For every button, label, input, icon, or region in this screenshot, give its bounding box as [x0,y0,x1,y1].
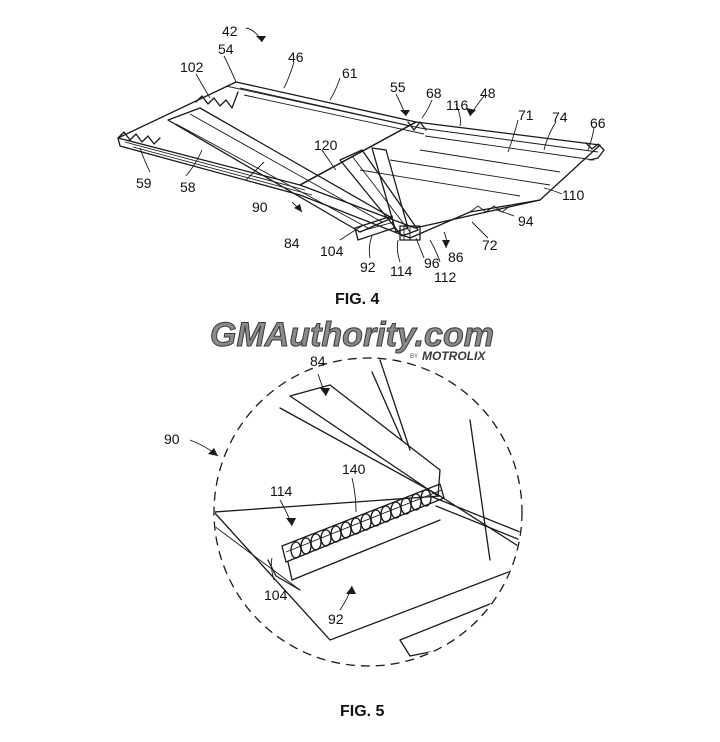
label-58: 58 [180,179,196,195]
watermark-sub: MOTROLIX [422,349,486,363]
label-96: 96 [424,255,440,271]
label-66: 66 [590,115,606,131]
fig4-caption: FIG. 4 [335,291,380,308]
right-deck-panel [299,121,601,229]
label-114: 114 [390,263,413,279]
label-86: 86 [448,249,464,265]
label-61: 61 [342,65,358,81]
label5-140: 140 [342,461,366,477]
label-116: 116 [446,97,469,113]
fig5-caption: FIG. 5 [340,703,385,720]
label-46: 46 [288,49,304,65]
label-110: 110 [562,187,585,203]
label-72: 72 [482,237,498,253]
fig4-drawing: 42 46 54 102 61 55 68 116 48 71 74 66 12… [117,23,606,308]
beam-body [215,495,521,641]
label-48: 48 [480,85,496,101]
label-59: 59 [136,175,152,191]
label5-92: 92 [328,611,344,627]
fig4-labels: 42 46 54 102 61 55 68 116 48 71 74 66 12… [136,23,606,285]
fig4-leaders [139,27,595,263]
label-55: 55 [390,79,406,95]
coil-spring-140 [290,489,432,559]
label-104: 104 [320,243,344,259]
watermark-by: BY [410,354,418,360]
label-68: 68 [426,85,442,101]
support-beam-90 [167,107,393,233]
label-94: 94 [518,213,534,229]
label-74: 74 [552,109,568,125]
label-112: 112 [434,269,457,285]
cross-strut [339,149,419,237]
label-102: 102 [180,59,204,75]
label-54: 54 [218,41,234,57]
label-92: 92 [360,259,376,275]
beam-end-plate [354,215,395,241]
watermark-brand: GMAuthority.com [210,316,494,354]
label-90: 90 [252,199,268,215]
label-84: 84 [284,235,300,251]
label-42: 42 [222,23,238,39]
label5-84: 84 [310,353,326,369]
label-120: 120 [314,137,338,153]
label5-104: 104 [264,587,288,603]
watermark-logo: GMAuthority.com BY MOTROLIX [210,316,495,364]
label-71: 71 [518,107,534,123]
vertical-strut [371,147,409,233]
label5-114: 114 [270,483,293,499]
label5-90: 90 [164,431,180,447]
spring-channel [281,483,445,563]
plate-84 [289,384,441,497]
detail-circle [213,357,523,667]
left-deck-panel [117,81,417,186]
fig5-drawing: 84 90 114 140 104 92 FIG. 5 [164,353,523,720]
